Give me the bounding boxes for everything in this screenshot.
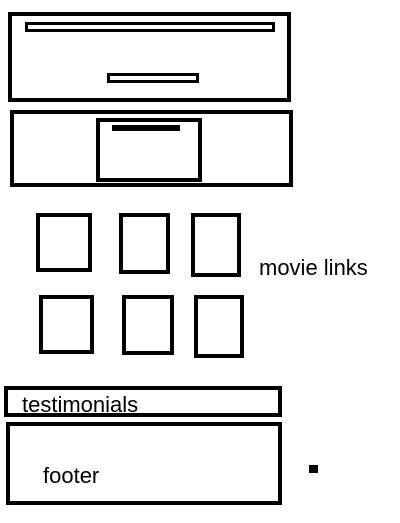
movie-thumb-2 <box>119 213 170 274</box>
movie-thumb-6 <box>194 295 244 358</box>
hero-inner-bar <box>112 125 180 131</box>
testimonials-block: testimonials <box>4 386 282 417</box>
movie-thumb-5 <box>122 295 174 355</box>
movie-thumb-3 <box>191 213 241 277</box>
footer-block: footer <box>6 422 282 505</box>
movie-thumb-4 <box>39 295 94 354</box>
movie-links-label: movie links <box>259 255 368 280</box>
footer-side-mark <box>309 465 318 473</box>
movie-thumb-1 <box>36 213 92 272</box>
header-bottom-bar <box>107 73 199 83</box>
footer-label: footer <box>43 463 100 488</box>
header-block <box>8 12 291 102</box>
testimonials-label: testimonials <box>22 392 139 417</box>
header-top-bar <box>25 22 275 32</box>
hero-block <box>10 110 293 187</box>
hero-inner-frame <box>96 118 202 182</box>
